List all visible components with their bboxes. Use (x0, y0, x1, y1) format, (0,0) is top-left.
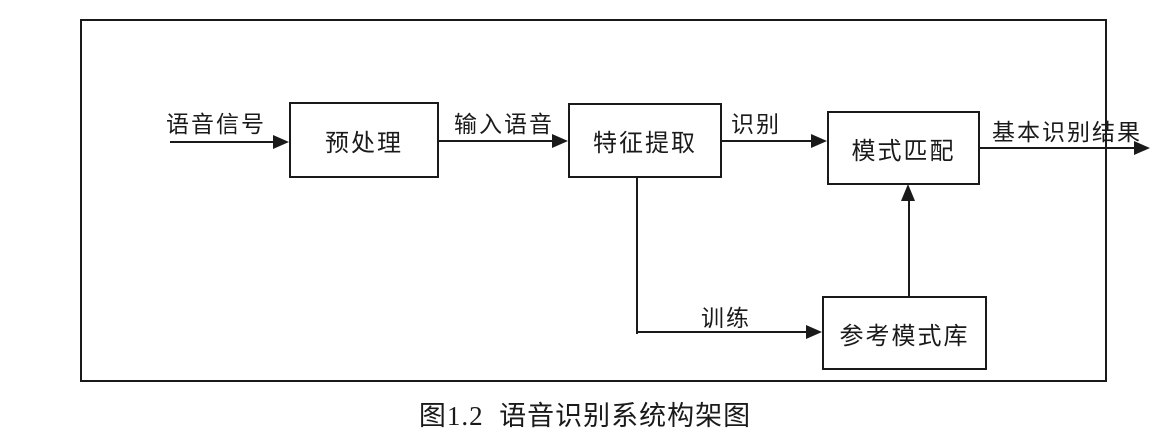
node-pattern-matching: 模式匹配 (827, 111, 980, 185)
arrowhead-right-icon (273, 135, 289, 149)
arrowhead-right-icon (552, 134, 568, 148)
node-reference-library: 参考模式库 (822, 296, 987, 370)
connector-input-speech (439, 140, 552, 142)
diagram-frame: 预处理 特征提取 模式匹配 参考模式库 语音信号 输入语音 识别 基本识别结果 … (80, 19, 1150, 382)
arrowhead-right-icon (806, 325, 822, 339)
node-label: 参考模式库 (839, 323, 970, 350)
connector-reference-to-matching (908, 201, 910, 296)
node-label: 特征提取 (593, 131, 697, 157)
edge-label-recognition: 识别 (731, 112, 781, 137)
connector-training-vertical (636, 178, 638, 334)
edge-label-speech-signal: 语音信号 (166, 112, 266, 137)
arrowhead-up-icon (901, 184, 915, 201)
arrowhead-right-icon (811, 134, 827, 148)
figure-caption: 图1.2 语音识别系统构架图 (418, 401, 752, 431)
connector-speech-signal (170, 141, 273, 143)
edge-label-input-speech: 输入语音 (454, 112, 554, 137)
arrowhead-right-icon (1134, 141, 1150, 155)
node-preprocess: 预处理 (289, 102, 439, 178)
node-label: 模式匹配 (851, 138, 956, 165)
connector-recognition (722, 140, 811, 142)
edge-label-training: 训练 (701, 306, 751, 331)
edge-label-basic-result: 基本识别结果 (992, 120, 1142, 145)
connector-basic-result (980, 147, 1134, 149)
connector-training-horizontal (636, 331, 806, 333)
node-feature-extraction: 特征提取 (568, 103, 722, 178)
node-label: 预处理 (325, 130, 403, 157)
